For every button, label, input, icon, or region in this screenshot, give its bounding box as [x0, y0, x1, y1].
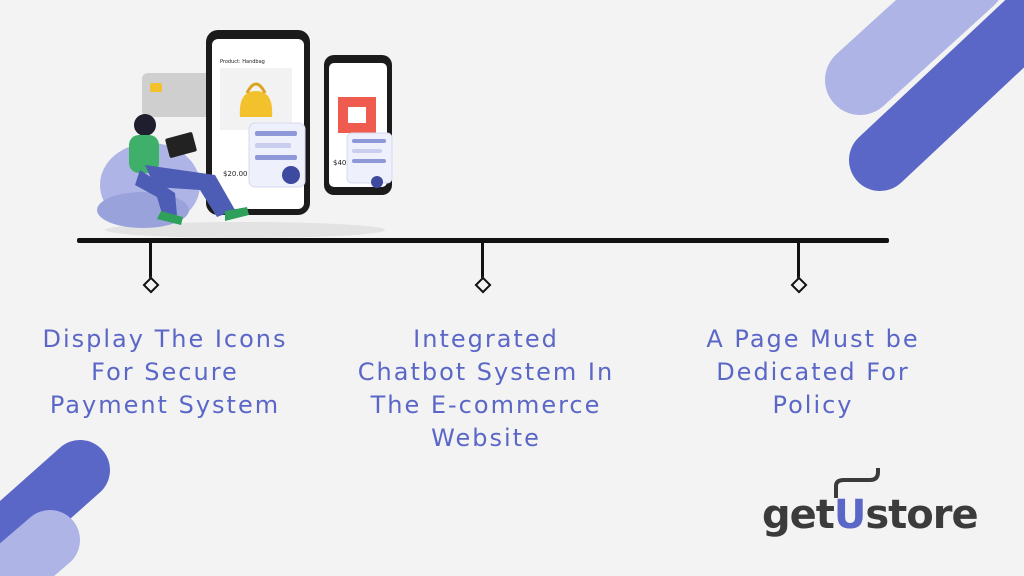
timeline-stem-1 [149, 243, 152, 279]
timeline-node-2 [474, 276, 492, 294]
timeline-stem-2 [481, 243, 484, 279]
phone-product-caption: Product: Handbag [220, 59, 265, 65]
getustore-logo: getUstore [762, 468, 982, 548]
step-label-3: A Page Must be Dedicated For Policy [706, 325, 920, 419]
logo-prefix: get [762, 492, 835, 538]
ecommerce-illustration: Product: Handbag $20.00 $40 [97, 30, 393, 238]
timeline-line [77, 238, 889, 243]
logo-suffix: store [865, 492, 978, 538]
mouse-cord-icon [834, 468, 880, 498]
timeline-stem-3 [797, 243, 800, 279]
phone-small-price: $40 [333, 159, 346, 167]
timeline-node-1 [142, 276, 160, 294]
timeline-node-3 [790, 276, 808, 294]
step-label-1: Display The Icons For Secure Payment Sys… [42, 325, 288, 419]
phone-price: $20.00 [223, 170, 248, 178]
decorative-shape-top-right [825, 0, 1024, 191]
logo-mark: U [833, 492, 867, 538]
step-label-2: Integrated Chatbot System In The E-comme… [357, 325, 615, 452]
decorative-shape-bottom-left [0, 440, 110, 576]
